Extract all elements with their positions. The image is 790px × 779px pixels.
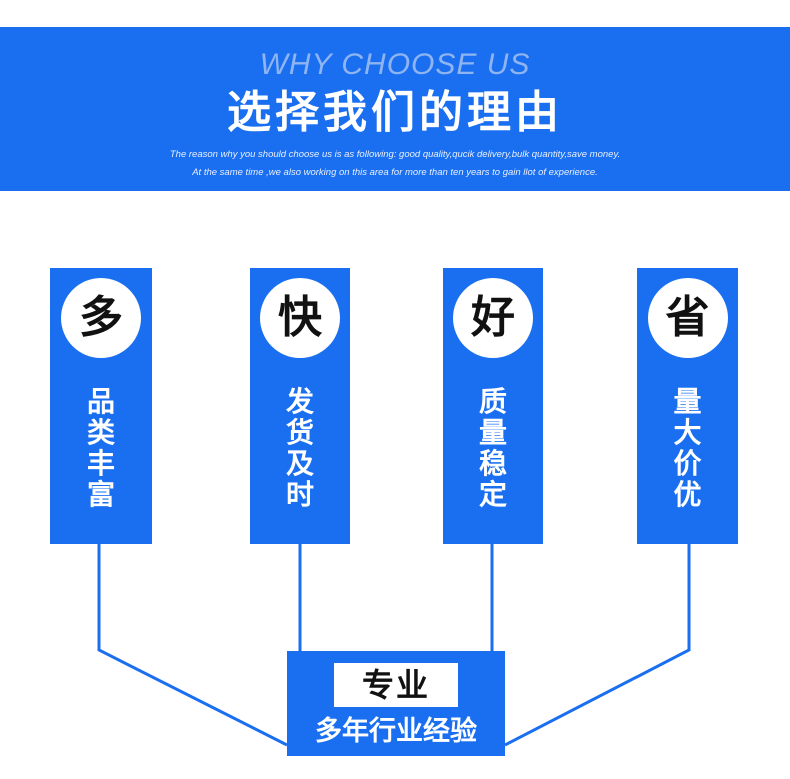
header-banner: WHY CHOOSE US 选择我们的理由 The reason why you… (0, 27, 790, 191)
card-variety-circle: 多 (61, 278, 141, 358)
card-fast-circle: 快 (260, 278, 340, 358)
card-savings-text: 量大价优 (673, 385, 702, 511)
card-variety: 多 品类丰富 (50, 268, 152, 544)
card-variety-text: 品类丰富 (86, 385, 115, 511)
professional-label: 专业 (334, 663, 458, 707)
card-savings-circle: 省 (647, 278, 728, 358)
card-savings: 省 量大价优 (637, 268, 738, 544)
card-fast: 快 发货及时 (250, 268, 350, 544)
card-quality: 好 质量稳定 (443, 268, 543, 544)
chinese-title: 选择我们的理由 (227, 87, 563, 138)
connector-line-1 (97, 544, 288, 747)
connector-line-4 (504, 544, 691, 747)
experience-subtitle: 多年行业经验 (315, 716, 477, 747)
card-fast-text: 发货及时 (285, 385, 314, 511)
english-title: WHY CHOOSE US (259, 48, 531, 81)
description-line-1: The reason why you should choose us is a… (169, 149, 621, 160)
card-quality-circle: 好 (453, 278, 533, 358)
professional-box: 专业 多年行业经验 (287, 651, 505, 756)
card-quality-text: 质量稳定 (478, 385, 507, 511)
description-line-2: At the same time ,we also working on thi… (192, 167, 598, 178)
